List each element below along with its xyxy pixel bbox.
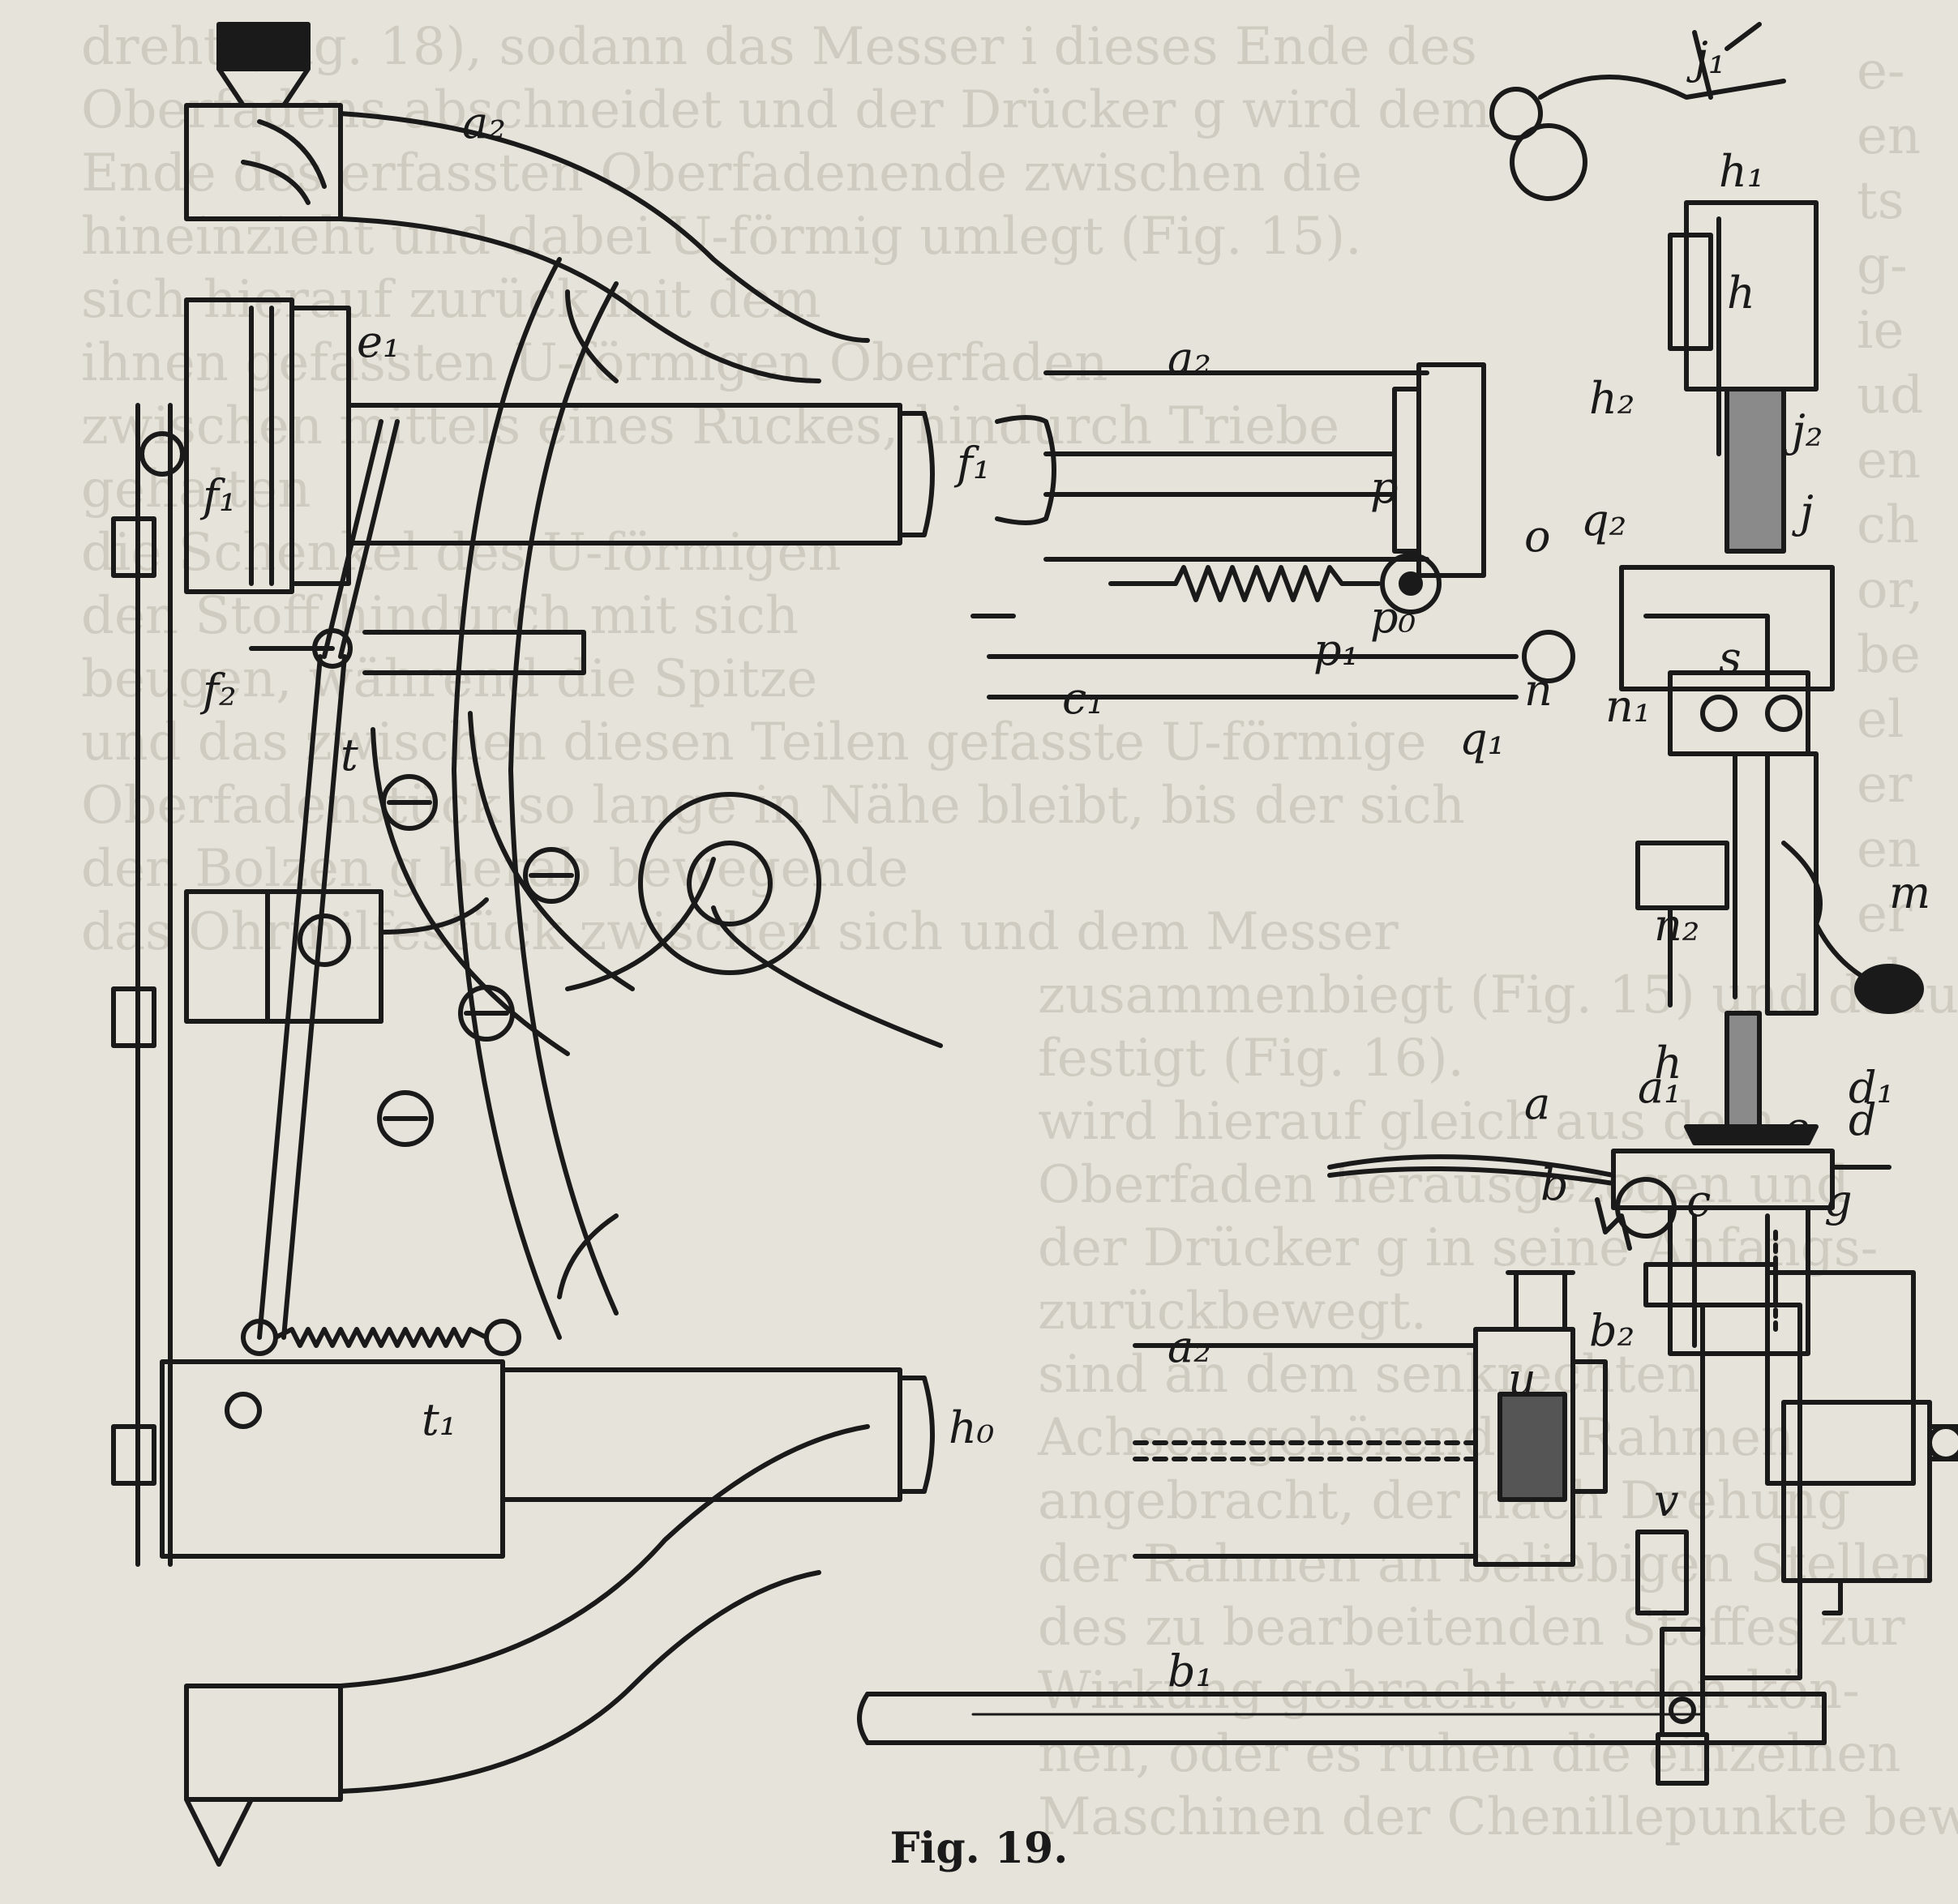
label-f1-mid: f₁ — [953, 438, 991, 489]
label-a: a — [1524, 1078, 1550, 1129]
label-d: d — [1849, 1094, 1877, 1145]
label-f1-left: f₁ — [199, 470, 237, 521]
figure-caption: Fig. 19. — [889, 1824, 1069, 1873]
label-f2: f₂ — [199, 665, 237, 716]
label-c: c — [1686, 1175, 1711, 1226]
label-q2: q₂ — [1581, 494, 1626, 546]
label-j2: j₂ — [1784, 405, 1823, 456]
label-n2: n₂ — [1654, 900, 1699, 951]
label-v: v — [1654, 1475, 1679, 1526]
label-p0: p₀ — [1370, 592, 1416, 643]
label-b: b — [1540, 1159, 1569, 1210]
label-u: u — [1508, 1354, 1536, 1405]
label-d1: d₁ — [1849, 1062, 1894, 1113]
label-h-upper: h — [1727, 267, 1755, 319]
left-mechanism — [111, 22, 943, 1867]
label-b2: b₂ — [1589, 1305, 1635, 1356]
label-g: g — [1824, 1175, 1853, 1226]
label-j1: j₁ — [1686, 32, 1725, 83]
right-mechanism — [857, 22, 1958, 1786]
label-n1: n₁ — [1605, 681, 1651, 732]
label-e1: e₁ — [357, 316, 401, 367]
label-p: p — [1370, 462, 1399, 513]
label-h1: h₁ — [1719, 146, 1764, 197]
label-m: m — [1889, 867, 1930, 918]
label-h-lower: h — [1654, 1038, 1682, 1089]
label-h2: h₂ — [1589, 373, 1635, 424]
label-b1: b₁ — [1168, 1645, 1213, 1696]
label-s: s — [1719, 632, 1742, 683]
label-c1: c₁ — [1062, 673, 1104, 724]
label-e: e — [1784, 1102, 1810, 1153]
label-n: n — [1524, 665, 1553, 716]
label-t1: t₁ — [422, 1394, 456, 1445]
label-o: o — [1524, 511, 1551, 562]
label-j: j — [1792, 486, 1814, 537]
label-a2-bottom: a₂ — [1168, 1321, 1211, 1372]
label-h0: h₀ — [949, 1402, 994, 1453]
part-labels: a₂ e₁ f₁ f₂ t t₁ a₂ f₁ c₁ j₁ h₁ h h₂ j₂ … — [199, 32, 1930, 1696]
label-a2-top: a₂ — [462, 97, 506, 148]
label-a1: a₁ — [1638, 1062, 1682, 1113]
label-p1: p₁ — [1313, 624, 1359, 675]
label-t: t — [341, 730, 358, 781]
label-q1: q₁ — [1459, 713, 1505, 764]
label-a2-mid: a₂ — [1168, 332, 1211, 383]
